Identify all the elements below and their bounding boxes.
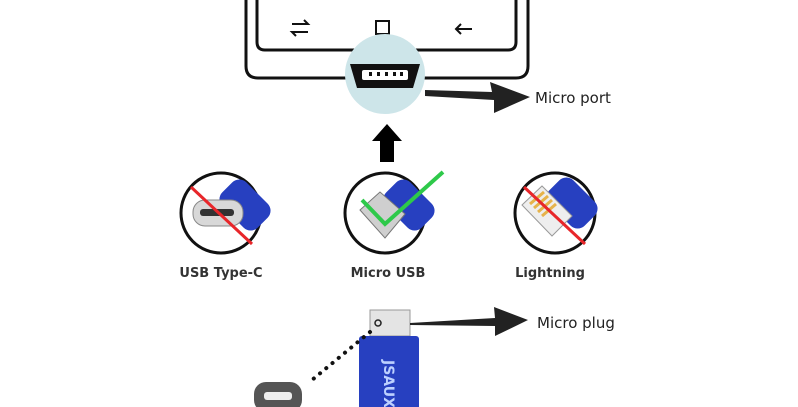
micro-plug: JSAUX — [359, 309, 419, 407]
recent-apps-icon — [289, 19, 311, 37]
up-arrow-icon — [372, 124, 402, 162]
port-arrow — [425, 82, 530, 113]
check-mark-icon — [360, 170, 445, 227]
home-icon — [375, 20, 390, 35]
lightning-label: Lightning — [515, 266, 585, 281]
usb-type-c-icon — [179, 171, 271, 255]
back-icon — [454, 23, 472, 35]
micro-usb-label: Micro USB — [350, 266, 426, 281]
micro-usb-icon — [343, 170, 445, 255]
lightning-icon — [513, 171, 598, 255]
usb-type-c-label: USB Type-C — [179, 266, 263, 281]
micro-plug-label: Micro plug — [537, 314, 615, 332]
micro-port-icon — [350, 64, 420, 88]
brand-logo: JSAUX — [380, 359, 396, 407]
micro-port-label: Micro port — [535, 89, 611, 107]
plug-arrow — [410, 307, 528, 336]
small-port-icon — [254, 382, 302, 407]
